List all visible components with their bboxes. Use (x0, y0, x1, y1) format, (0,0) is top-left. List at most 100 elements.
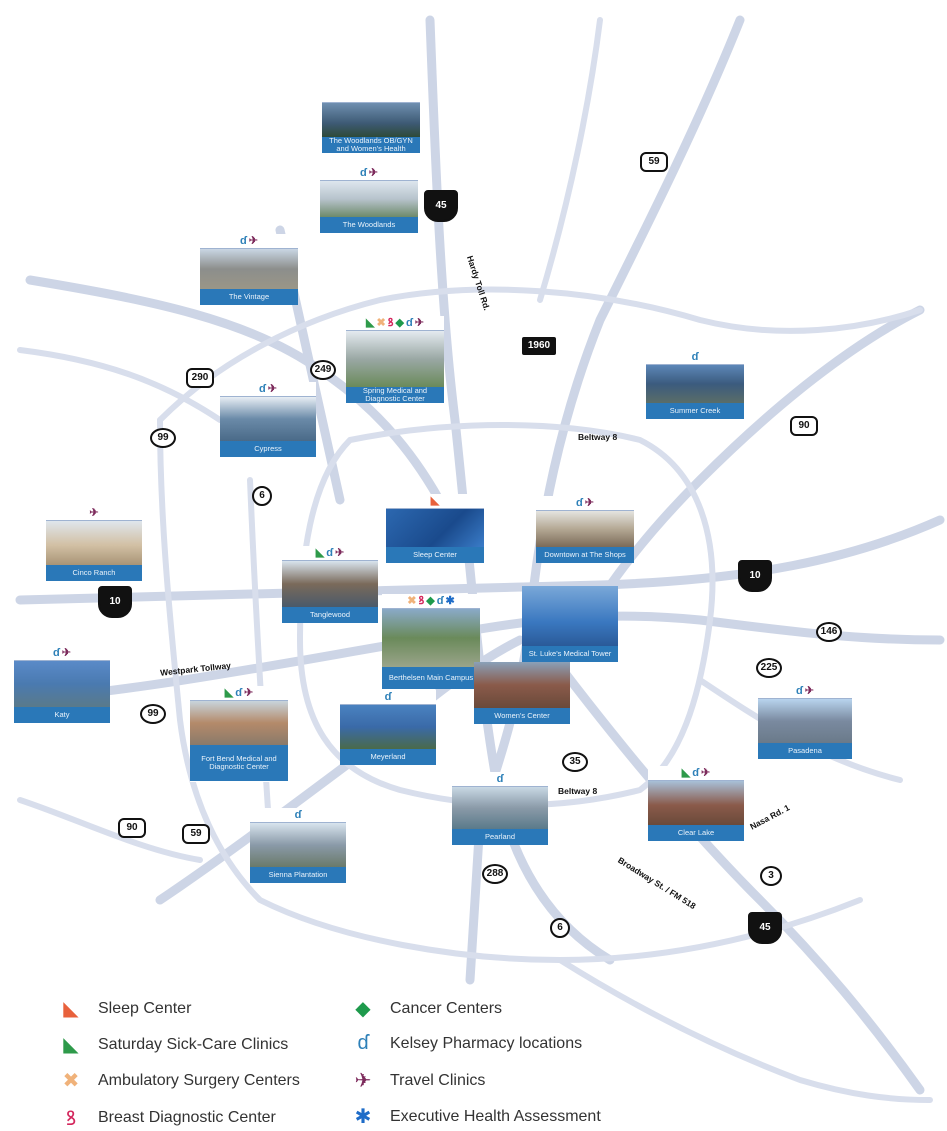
pharmacy-icon: ɗ (436, 595, 444, 607)
plane-icon: ✈ (248, 235, 258, 247)
location-pasadena[interactable]: ɗ✈ Pasadena (758, 684, 852, 759)
building-photo (340, 704, 436, 749)
sleep-icon: ◣ (430, 495, 440, 507)
location-tanglewood[interactable]: ◣ɗ✈ Tanglewood (282, 546, 378, 623)
plane-icon: ✈ (700, 767, 711, 779)
location-label: St. Luke's Medical Tower (522, 646, 618, 662)
asterisk-icon: ✱ (354, 1106, 372, 1128)
us-290-shield: 290 (186, 368, 214, 388)
location-label: The Woodlands OB/GYN and Women's Health (322, 137, 420, 153)
pharmacy-icon: ɗ (53, 647, 60, 659)
location-vintage[interactable]: ɗ✈ The Vintage (200, 234, 298, 305)
building-photo (14, 660, 110, 707)
location-clear-lake[interactable]: ◣ɗ✈ Clear Lake (648, 766, 744, 841)
location-label: Spring Medical and Diagnostic Center (346, 387, 444, 403)
ribbon-icon: ꝸ (387, 317, 394, 329)
service-icons: ɗ (250, 808, 346, 822)
service-icons: ɗ (646, 350, 744, 364)
us-90-south-shield: 90 (118, 818, 146, 838)
location-cinco-ranch[interactable]: ✈ Cinco Ranch (46, 506, 142, 581)
location-label: Sleep Center (386, 547, 484, 563)
plane-icon: ✈ (61, 647, 71, 659)
surgery-icon: ✖ (62, 1070, 80, 1092)
sh-225-shield: 225 (756, 658, 782, 678)
sh-99-north-shield: 99 (150, 428, 176, 448)
sh-146-shield: 146 (816, 622, 842, 642)
location-spring[interactable]: ◣✖ꝸ◆ɗ✈ Spring Medical and Diagnostic Cen… (346, 316, 444, 403)
location-label: Sienna Plantation (250, 867, 346, 883)
location-label: The Vintage (200, 289, 298, 305)
location-label: Katy (14, 707, 110, 723)
pharmacy-icon: ɗ (326, 547, 333, 559)
location-label: The Woodlands (320, 217, 418, 233)
location-woodlands-obgyn[interactable]: The Woodlands OB/GYN and Women's Health (322, 88, 420, 153)
plane-icon: ✈ (267, 383, 277, 395)
building-photo (646, 364, 744, 403)
legend-label: Saturday Sick-Care Clinics (98, 1035, 289, 1053)
location-label: Summer Creek (646, 403, 744, 419)
pharmacy-icon: ɗ (360, 167, 367, 179)
location-label: Tanglewood (282, 607, 378, 623)
location-fort-bend[interactable]: ◣ɗ✈ Fort Bend Medical and Diagnostic Cen… (190, 686, 288, 782)
location-downtown[interactable]: ɗ✈ Downtown at The Shops (536, 496, 634, 563)
building-photo (320, 180, 418, 217)
service-icons: ✖ꝸ◆ɗ✱ (382, 594, 480, 608)
location-label: Pasadena (758, 743, 852, 759)
location-womens-center[interactable]: Women's Center (474, 662, 570, 724)
us-90-east-shield: 90 (790, 416, 818, 436)
interstate-10-west-shield: 10 (98, 586, 132, 618)
saturday-icon: ◣ (315, 547, 325, 559)
location-main-campus[interactable]: ✖ꝸ◆ɗ✱ Berthelsen Main Campus (382, 594, 480, 689)
surgery-icon: ✖ (376, 317, 386, 329)
plane-icon: ✈ (804, 685, 814, 697)
location-summer-creek[interactable]: ɗ Summer Creek (646, 350, 744, 419)
service-icons: ✈ (46, 506, 142, 520)
location-meyerland[interactable]: ɗ Meyerland (340, 690, 436, 765)
legend-label: Sleep Center (98, 999, 192, 1017)
location-label: Cypress (220, 441, 316, 457)
location-cypress[interactable]: ɗ✈ Cypress (220, 382, 316, 457)
location-label: Cinco Ranch (46, 565, 142, 581)
building-photo (200, 248, 298, 289)
saturday-icon: ◣ (63, 1034, 79, 1056)
legend-pharmacy: ɗ Kelsey Pharmacy locations (348, 1032, 582, 1055)
pharmacy-icon: ɗ (796, 685, 803, 697)
legend-label: Ambulatory Surgery Centers (98, 1071, 300, 1089)
pharmacy-icon: ɗ (691, 351, 699, 363)
location-label: Clear Lake (648, 825, 744, 841)
location-sleep-center[interactable]: ◣ Sleep Center (386, 494, 484, 563)
service-icons: ɗ (340, 690, 436, 704)
legend-cancer-centers: ◆ Cancer Centers (348, 996, 502, 1021)
location-label: Downtown at The Shops (536, 547, 634, 563)
building-photo (452, 786, 548, 829)
plane-icon: ✈ (368, 167, 378, 179)
pharmacy-icon: ɗ (496, 773, 504, 785)
building-photo (474, 662, 570, 708)
legend-surgery-centers: ✖ Ambulatory Surgery Centers (56, 1068, 300, 1093)
service-icons: ɗ (452, 772, 548, 786)
legend-label: Cancer Centers (390, 999, 503, 1017)
location-katy[interactable]: ɗ✈ Katy (14, 646, 110, 723)
plane-icon: ✈ (243, 687, 254, 699)
service-icons: ◣ɗ✈ (282, 546, 378, 560)
sh-249-shield: 249 (310, 360, 336, 380)
location-label: Pearland (452, 829, 548, 845)
saturday-icon: ◣ (366, 317, 375, 329)
location-woodlands[interactable]: ɗ✈ The Woodlands (320, 166, 418, 233)
diamond-icon: ◆ (355, 998, 371, 1020)
building-photo (386, 508, 484, 547)
location-st-lukes[interactable]: St. Luke's Medical Tower (522, 586, 618, 662)
beltway-8-south-label: Beltway 8 (558, 786, 598, 796)
service-icons: ɗ✈ (758, 684, 852, 698)
sh-288-shield: 288 (482, 864, 508, 884)
service-icons: ◣ɗ✈ (648, 766, 744, 780)
building-photo (346, 330, 444, 387)
building-photo (46, 520, 142, 565)
legend-breast-center: ꝸ Breast Diagnostic Center (56, 1104, 276, 1131)
location-label: Berthelsen Main Campus (382, 667, 480, 689)
location-sienna[interactable]: ɗ Sienna Plantation (250, 808, 346, 883)
pharmacy-icon: ɗ (259, 383, 266, 395)
building-photo (322, 102, 420, 137)
sh-35-shield: 35 (562, 752, 588, 772)
location-pearland[interactable]: ɗ Pearland (452, 772, 548, 845)
